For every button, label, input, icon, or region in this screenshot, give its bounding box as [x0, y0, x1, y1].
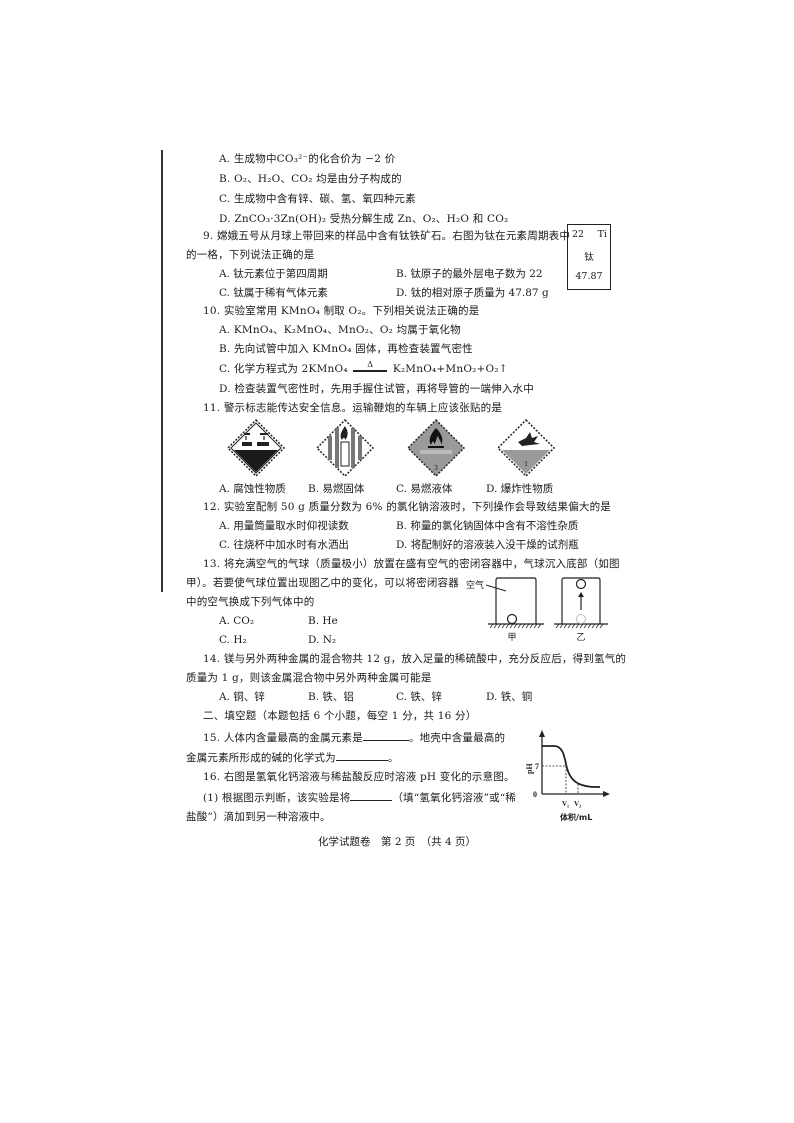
q10-option-d: D. 检查装置气密性时，先用手握住试管，再将导管的一端伸入水中: [219, 383, 534, 395]
air-label: 空气: [466, 579, 484, 591]
q9-option-a: A. 钛元素位于第四周期: [219, 268, 328, 280]
q12-option-a: A. 用量筒量取水时仰视读数: [219, 520, 349, 532]
q12-option-c: C. 往烧杯中加水时有水洒出: [219, 539, 349, 551]
q13-option-d: D. N₂: [308, 634, 337, 646]
heat-condition: Δ: [367, 360, 374, 369]
q12-stem: 12. 实验室配制 50 g 质量分数为 6% 的氯化钠溶液时，下列操作会导致结…: [203, 501, 611, 513]
q13-stem-line3: 中的空气换成下列气体中的: [186, 596, 315, 608]
q15-text-d: 。: [387, 752, 399, 764]
q10-option-b: B. 先向试管中加入 KMnO₄ 固体，再检查装置气密性: [219, 343, 473, 355]
element-name: 钛: [584, 252, 594, 263]
q13-option-b: B. He: [308, 615, 338, 627]
q14-stem-line1: 14. 镁与另外两种金属的混合物共 12 g，放入足量的稀硫酸中，充分反应后，得…: [203, 653, 627, 665]
q11-option-a: A. 腐蚀性物质: [219, 483, 286, 495]
chart-x-label: 体积/mL: [560, 812, 592, 822]
q14-stem-line2: 质量为 1 g，则该金属混合物中另外两种金属可能是: [186, 672, 432, 684]
q13-option-c: C. H₂: [219, 634, 247, 646]
q15-text-a: 15. 人体内含量最高的金属元素是: [203, 732, 363, 744]
q15-line1: 15. 人体内含量最高的金属元素是 。地壳中含量最高的: [203, 730, 505, 745]
q8-option-b: B. O₂、H₂O、CO₂ 均是由分子构成的: [219, 173, 402, 185]
q9-stem-line1: 9. 嫦娥五号从月球上带回来的样品中含有钛铁矿石。右图为钛在元素周期表中: [203, 230, 571, 242]
chart-y-tick-7: 7: [535, 762, 539, 771]
class-number: 3: [434, 464, 438, 472]
flammable-solid-sign-icon: [315, 418, 375, 478]
q12-option-d: D. 将配制好的溶液装入没干燥的试剂瓶: [396, 539, 579, 551]
q14-option-c: C. 铁、锌: [396, 691, 442, 703]
heat-reaction-arrow: Δ: [351, 360, 389, 374]
chart-x-tick-v2: V₂: [574, 800, 581, 808]
q8-option-c: C. 生成物中含有锌、碳、氢、氧四种元素: [219, 193, 416, 205]
q11-option-d: D. 爆炸性物质: [486, 483, 554, 495]
corrosive-sign-icon: [226, 418, 286, 478]
binding-margin-line: [161, 150, 163, 592]
q10-option-a: A. KMnO₄、K₂MnO₄、MnO₂、O₂ 均属于氧化物: [219, 324, 461, 336]
figure-jia-caption: 甲: [507, 632, 516, 643]
chart-x-tick-v1: V₁: [562, 800, 569, 808]
q15-text-c: 金属元素所形成的碱的化学式为: [186, 752, 336, 764]
ph-change-chart: pH 7 0 V₁ V₂ 体积/mL: [525, 730, 610, 822]
q12-option-b: B. 称量的氯化钠固体中含有不溶性杂质: [396, 520, 579, 532]
atomic-number: 22: [572, 229, 585, 240]
chart-y-label: pH: [525, 763, 534, 774]
page-footer: 化学试题卷 第 2 页 （共 4 页）: [318, 836, 476, 848]
chart-origin: 0: [533, 790, 537, 799]
element-symbol: Ti: [597, 229, 607, 240]
class-number: 1: [524, 460, 528, 468]
section2-heading: 二、填空题（本题包括 6 个小题，每空 1 分，共 16 分）: [203, 710, 477, 722]
titanium-element-card: 22 Ti 钛 47.87: [567, 224, 611, 290]
q11-option-b: B. 易燃固体: [308, 483, 365, 495]
q13-option-a: A. CO₂: [219, 615, 255, 627]
flammable-liquid-sign-icon: 3: [406, 418, 466, 478]
q16-sub1-line2: 盐酸”）滴加到另一种溶液中。: [186, 811, 331, 823]
q10-c-prefix: C. 化学方程式为 2KMnO₄: [219, 363, 348, 375]
q15-answer-blank-2[interactable]: [335, 750, 388, 761]
q13-stem-line2: 甲）。若要使气球位置出现图乙中的变化，可以将密闭容器: [186, 577, 459, 589]
q15-text-b: 。地壳中含量最高的: [408, 732, 506, 744]
q15-line2: 金属元素所形成的碱的化学式为 。: [186, 750, 399, 765]
q16-answer-blank-1[interactable]: [350, 790, 393, 801]
q14-option-a: A. 铜、锌: [219, 691, 265, 703]
atomic-mass: 47.87: [575, 271, 603, 282]
q16-sub1-line1: (1) 根据图示判断，该实验是将 （填“氢氧化钙溶液”或“稀: [203, 790, 516, 805]
q10-option-c: C. 化学方程式为 2KMnO₄ Δ K₂MnO₄+MnO₂+O₂↑: [219, 360, 508, 376]
q11-option-c: C. 易燃液体: [396, 483, 453, 495]
balloon-container-figure: 空气 甲 乙: [466, 577, 608, 643]
q10-c-suffix: K₂MnO₄+MnO₂+O₂↑: [392, 363, 508, 375]
q11-stem: 11. 警示标志能传达安全信息。运输鞭炮的车辆上应该张贴的是: [203, 402, 503, 414]
q15-answer-blank-1[interactable]: [362, 730, 409, 741]
q16-sub1-text-b: （填“氢氧化钙溶液”或“稀: [392, 792, 517, 804]
q9-option-c: C. 钛属于稀有气体元素: [219, 287, 328, 299]
q8-option-d: D. ZnCO₃·3Zn(OH)₂ 受热分解生成 Zn、O₂、H₂O 和 CO₂: [219, 213, 509, 225]
q9-stem-line2: 的一格，下列说法正确的是: [186, 249, 315, 261]
figure-yi-caption: 乙: [576, 632, 585, 643]
q10-stem: 10. 实验室常用 KMnO₄ 制取 O₂。下列相关说法正确的是: [203, 305, 480, 317]
explosive-sign-icon: 1: [496, 418, 556, 478]
q16-sub1-text-a: (1) 根据图示判断，该实验是将: [203, 792, 351, 804]
q16-stem: 16. 右图是氢氧化钙溶液与稀盐酸反应时溶液 pH 变化的示意图。: [203, 771, 515, 783]
q13-stem-line1: 13. 将充满空气的气球（质量极小）放置在盛有空气的密闭容器中，气球沉入底部（如…: [203, 558, 620, 570]
q9-option-d: D. 钛的相对原子质量为 47.87 g: [396, 287, 549, 299]
q14-option-b: B. 铁、铝: [308, 691, 354, 703]
q8-option-a: A. 生成物中CO₃²⁻的化合价为 −2 价: [219, 153, 396, 165]
q9-option-b: B. 钛原子的最外层电子数为 22: [396, 268, 543, 280]
q14-option-d: D. 铁、铜: [486, 691, 533, 703]
